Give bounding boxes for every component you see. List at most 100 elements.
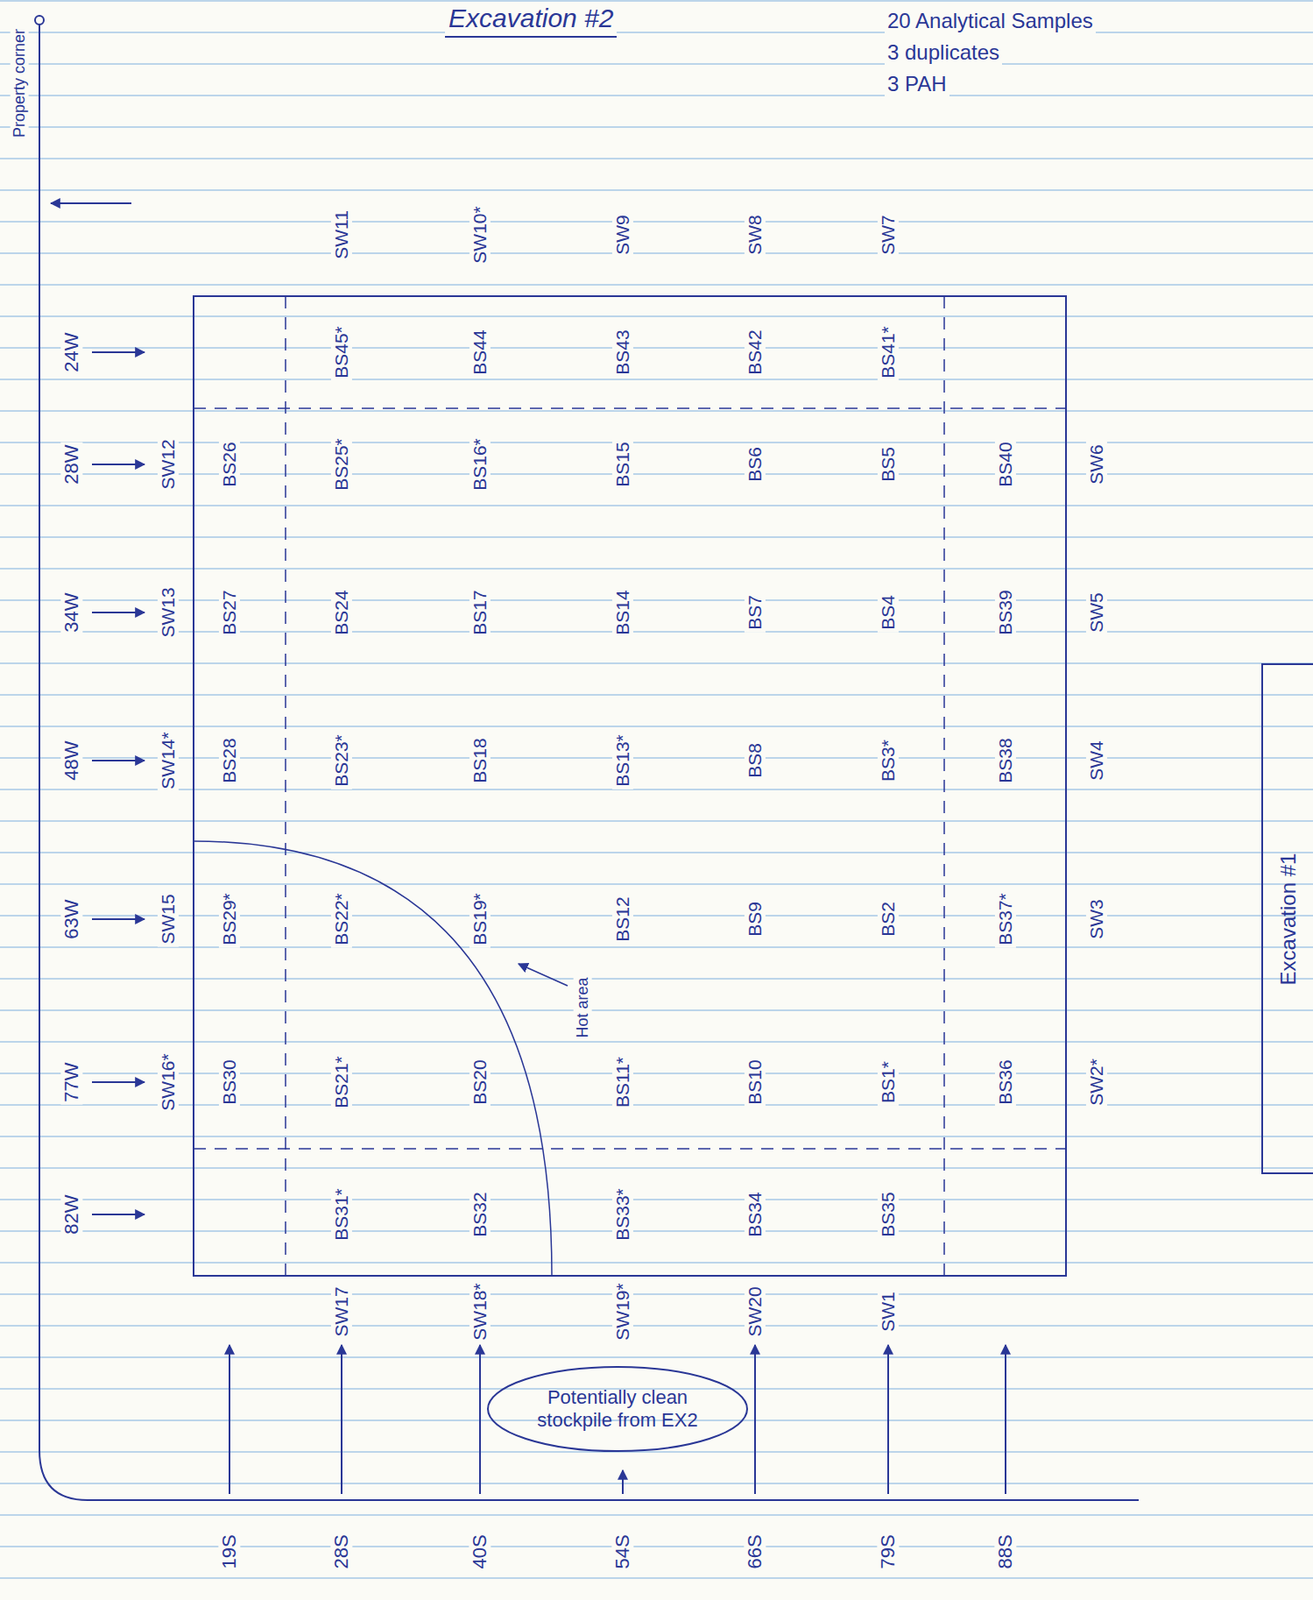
sidewall-sample: SW17 [331, 1283, 353, 1339]
property-corner-marker [35, 15, 44, 25]
bottom-sample: BS37* [995, 889, 1017, 948]
bottom-sample: BS2 [877, 898, 899, 939]
bottom-sample: BS23* [331, 731, 353, 790]
bottom-sample: BS13* [612, 731, 634, 790]
corner-arrow [50, 202, 132, 205]
west-offset-arrows [91, 352, 145, 1215]
sidewall-sample: SW16* [157, 1050, 179, 1113]
offset-arrow [91, 1213, 145, 1215]
bottom-sample: BS42 [744, 326, 766, 377]
south-offset-label: 19S [218, 1531, 241, 1571]
bottom-sample: BS4 [877, 592, 899, 633]
bottom-sample: BS28 [218, 734, 241, 785]
excavation-area-box: Excavation #1 [1261, 663, 1313, 1174]
sidewall-sample: SW9 [612, 211, 634, 258]
west-offset-label: 24W [60, 329, 83, 375]
grid-dashed-line [193, 407, 1066, 410]
bottom-sample: BS38 [995, 734, 1017, 785]
offset-arrow [754, 1344, 756, 1494]
bottom-sample: BS12 [612, 893, 634, 944]
bottom-sample: BS11* [612, 1053, 634, 1110]
bottom-sample: BS43 [612, 326, 634, 377]
bottom-sample: BS29* [218, 889, 241, 948]
bottom-sample: BS24 [331, 586, 353, 637]
bottom-sample: BS32 [469, 1188, 491, 1239]
hot-area-note: Hot area [573, 974, 593, 1040]
sidewall-sample: SW13 [157, 584, 179, 640]
offset-arrow [340, 1344, 343, 1494]
hot-area-boundary [193, 840, 552, 1276]
sidewall-sample: SW5 [1086, 589, 1108, 636]
offset-arrow [1004, 1344, 1007, 1494]
bottom-sample: BS16* [469, 435, 491, 494]
south-offset-arrows [229, 1344, 1006, 1494]
offset-arrow [228, 1344, 231, 1494]
bottom-sample: BS20 [469, 1056, 491, 1107]
bottom-sample: BS15 [612, 438, 634, 489]
bottom-sample: BS30 [218, 1056, 241, 1107]
south-offset-label: 79S [876, 1531, 899, 1571]
ellipse-outline [487, 1366, 748, 1451]
grid-dashed-line [193, 1147, 1066, 1150]
sidewall-sample: SW20 [744, 1283, 766, 1339]
excavation-outline [193, 296, 1066, 1276]
sidewall-sample: SW18* [469, 1279, 491, 1342]
bottom-sample: BS34 [744, 1188, 766, 1239]
sidewall-sample: SW19* [612, 1279, 634, 1342]
offset-arrow [91, 759, 145, 762]
sidewall-sample: SW11 [331, 207, 353, 262]
bottom-sample: BS3* [877, 736, 899, 784]
offset-arrow [91, 351, 145, 353]
bottom-sample: BS5 [877, 444, 899, 485]
west-offset-label: 48W [60, 737, 83, 783]
offset-arrow [887, 1344, 890, 1494]
offset-arrow [621, 1469, 624, 1494]
bottom-sample: BS18 [469, 734, 491, 785]
sidewall-sample: SW6 [1086, 441, 1108, 488]
bottom-sample: BS41* [877, 323, 899, 382]
sidewall-sample: SW2* [1086, 1055, 1108, 1109]
sidewall-sample: SW7 [877, 211, 899, 258]
bottom-sample: BS39 [995, 586, 1017, 637]
bottom-sample: BS36 [995, 1056, 1017, 1107]
south-offset-label: 40S [468, 1531, 491, 1571]
bottom-sample: BS19* [469, 889, 491, 948]
bottom-sample: BS22* [331, 889, 353, 948]
west-offset-label: 82W [60, 1191, 83, 1236]
bottom-sample: BS8 [744, 740, 766, 781]
property-corner-note: Property corner [10, 26, 29, 141]
bottom-sample: BS35 [877, 1188, 899, 1239]
bottom-sample: BS14 [612, 586, 634, 637]
bottom-sample: BS1* [877, 1058, 899, 1106]
bottom-sample: BS10 [744, 1056, 766, 1107]
west-offset-label: 34W [60, 589, 83, 635]
west-offset-label: 28W [60, 441, 83, 487]
south-offset-label: 66S [743, 1531, 766, 1571]
bottom-sample: BS26 [218, 438, 241, 489]
offset-arrow [479, 1344, 481, 1494]
offset-arrow [91, 1080, 145, 1083]
offset-arrow [91, 917, 145, 920]
sidewall-sample: SW8 [744, 211, 766, 258]
bottom-sample: BS9 [744, 898, 766, 939]
west-offset-label: 77W [60, 1058, 83, 1104]
bottom-sample: BS27 [218, 586, 241, 637]
sidewall-sample: SW10* [469, 203, 491, 266]
south-offset-label: 28S [330, 1531, 353, 1571]
offset-arrow [91, 611, 145, 614]
offset-arrow [91, 463, 145, 466]
bottom-sample: BS6 [744, 444, 766, 485]
bottom-sample: BS7 [744, 592, 766, 633]
sidewall-sample: SW12 [157, 436, 179, 492]
grid-dashed-line [943, 296, 946, 1276]
bottom-sample: BS25* [331, 435, 353, 494]
page-title: Excavation #2 [444, 3, 617, 38]
sidewall-sample: SW15 [157, 890, 179, 946]
bottom-sample: BS17 [469, 586, 491, 637]
property-boundary [39, 24, 1139, 1500]
hot-area-arrow [518, 963, 568, 986]
shape-text: Potentially clean stockpile from EX2 [523, 1385, 713, 1433]
